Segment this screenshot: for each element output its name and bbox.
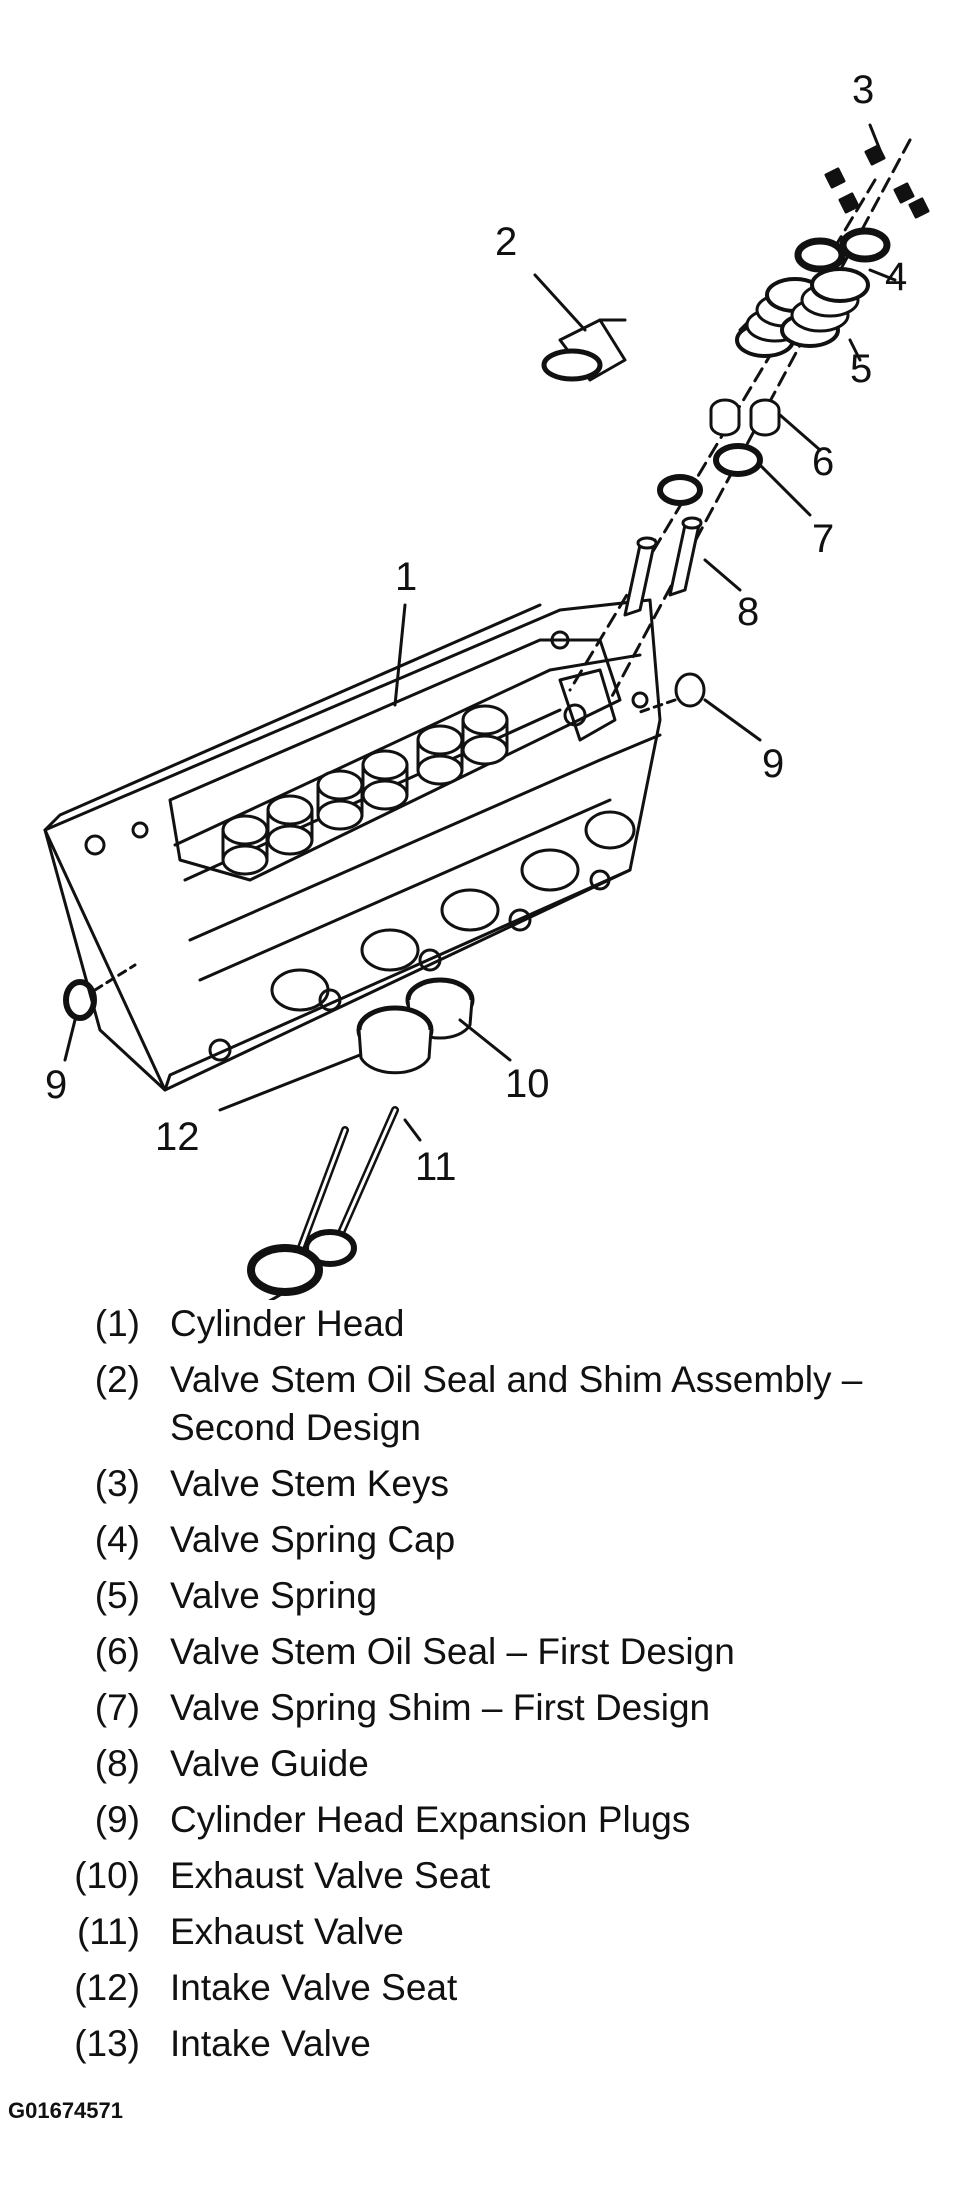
legend-label: Cylinder Head Expansion Plugs [170,1799,691,1840]
callout-10: 10 [505,1062,550,1106]
legend-item: (3) Valve Stem Keys [30,1460,950,1508]
expansion-plug-right [638,672,706,714]
legend-label: Valve Spring [170,1575,378,1616]
valve-spring-shims [657,443,763,506]
legend-item: (13) Intake Valve [30,2020,950,2068]
valve-stem-seal-shim-assembly [541,318,627,382]
callout-3: 3 [852,68,874,112]
exploded-view-diagram: 1 2 3 4 5 6 7 8 9 9 10 11 12 13 [43,68,930,1300]
legend-number: (1) [94,1303,140,1344]
valve-stem-keys [824,144,930,219]
exhaust-valve [303,1106,399,1267]
callout-9-left: 9 [45,1063,67,1107]
legend-label: Valve Stem Oil Seal – First Design [170,1631,735,1672]
valve-spring-caps [794,227,891,273]
legend-label: Intake Valve [170,2023,371,2064]
legend-item: (12) Intake Valve Seat [30,1964,950,2012]
legend-item: (8) Valve Guide [30,1740,950,1788]
legend-number: (11) [76,1911,140,1952]
legend-item: (7) Valve Spring Shim – First Design [30,1684,950,1732]
legend-number: (13) [74,2023,140,2064]
legend-label: Intake Valve Seat [170,1967,458,2008]
callout-9-right: 9 [762,742,784,786]
legend-item: (11) Exhaust Valve [30,1908,950,1956]
legend-item: (1) Cylinder Head [30,1300,950,1348]
cylinder-head [43,598,662,1092]
legend-number: (5) [94,1575,140,1616]
callout-12: 12 [155,1115,200,1159]
legend-number: (10) [74,1855,140,1896]
legend-label: Valve Spring Shim – First Design [170,1687,711,1728]
legend-item: (9) Cylinder Head Expansion Plugs [30,1796,950,1844]
figure-id: G01674571 [8,2098,123,2123]
intake-valve-seat [356,1005,434,1075]
callout-6: 6 [812,440,834,484]
legend-item: (2) Valve Stem Oil Seal and Shim Assembly… [30,1356,950,1452]
legend-label: Valve Stem Oil Seal and Shim Assembly – … [170,1359,863,1448]
legend-label: Valve Guide [170,1743,369,1784]
legend-number: (8) [94,1743,140,1784]
callout-4: 4 [885,255,907,299]
legend-label: Valve Stem Keys [170,1463,449,1504]
legend-label: Exhaust Valve Seat [170,1855,491,1896]
legend-number: (4) [94,1519,140,1560]
callout-7: 7 [812,517,834,561]
legend-item: (4) Valve Spring Cap [30,1516,950,1564]
legend-number: (9) [94,1799,140,1840]
leader-lines [63,123,897,1300]
expansion-plug-left [63,963,137,1021]
legend-number: (6) [94,1631,140,1672]
legend-item: (5) Valve Spring [30,1572,950,1620]
valve-stem-oil-seals [709,398,781,437]
parts-legend: (1) Cylinder Head (2) Valve Stem Oil Seal a… [30,1300,950,2076]
valve-springs [735,267,870,358]
callout-11: 11 [415,1145,457,1189]
legend-label: Exhaust Valve [170,1911,404,1952]
valve-guides [623,516,703,617]
intake-valve [247,1126,349,1296]
callout-1: 1 [395,555,417,599]
callout-5: 5 [850,347,872,391]
legend-number: (2) [94,1359,140,1400]
legend-number: (3) [94,1463,140,1504]
callout-8: 8 [737,590,759,634]
legend-number: (7) [94,1687,140,1728]
legend-item: (10) Exhaust Valve Seat [30,1852,950,1900]
callout-2: 2 [495,220,517,264]
legend-label: Valve Spring Cap [170,1519,456,1560]
legend-label: Cylinder Head [170,1303,405,1344]
legend-item: (6) Valve Stem Oil Seal – First Design [30,1628,950,1676]
legend-number: (12) [74,1967,140,2008]
